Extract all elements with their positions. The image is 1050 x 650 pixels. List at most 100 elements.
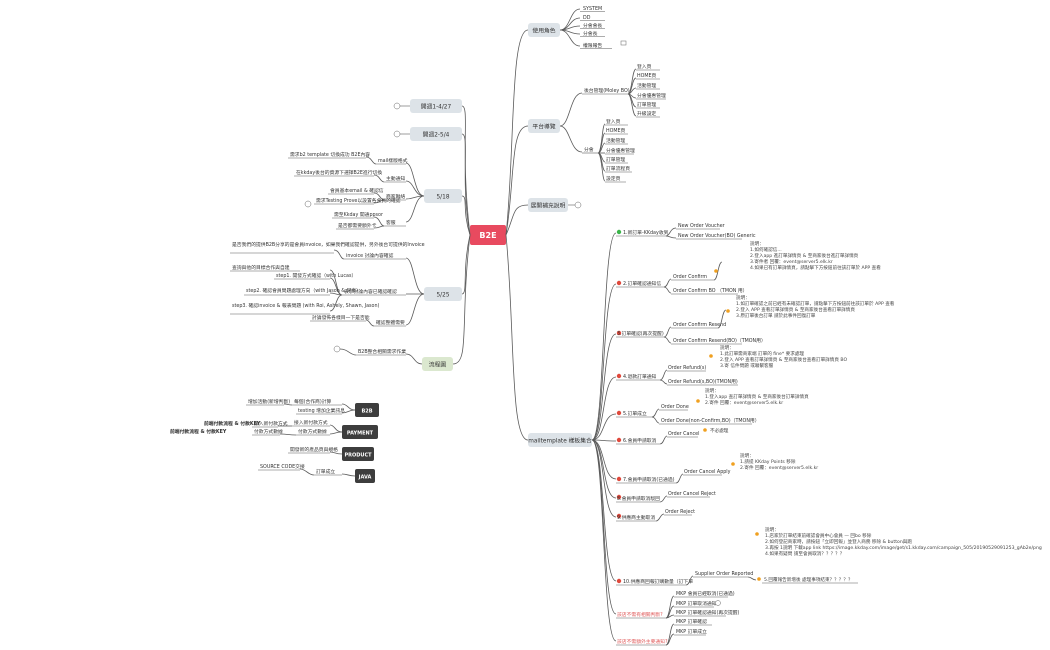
svg-text:Order Done: Order Done [661,404,689,410]
root-node[interactable]: B2E [470,225,506,245]
svg-text:Order Cancel: Order Cancel [668,431,699,437]
branch-mailtemplate[interactable]: mailtemplate 樣板集合 [528,433,592,447]
branch-week2[interactable]: 開週2-5/4 [393,127,462,141]
svg-text:invoice 討論內容確認: invoice 討論內容確認 [346,252,394,259]
branch-show-details[interactable]: 展開補充說明 [528,198,582,212]
svg-text:5.回覆報告新增後 處理事項結束？？？？？: 5.回覆報告新增後 處理事項結束？？？？？ [764,576,853,583]
svg-text:Order Confirm BO （TMON 用）: Order Confirm BO （TMON 用） [673,288,747,294]
note-dot [726,309,730,313]
svg-text:說明：: 說明： [720,344,734,351]
svg-text:訂單成立: 訂單成立 [316,468,335,475]
branch-5-18-children: mail樣版格式 主動通知 商家聯絡 客服 需求b2 template 切換成功… [288,151,425,230]
svg-text:6.會員申請取消: 6.會員申請取消 [623,437,657,444]
svg-text:2.登入 APP 查看訂單詳情頁 & 至商家後台查看訂單詳情: 2.登入 APP 查看訂單詳情頁 & 至商家後台查看訂單詳情頁 BO [720,356,847,363]
mail-section-4[interactable]: 4.退款訂單通知 Order Refund(s) Order Refund(s,… [616,344,847,386]
mail-section-8[interactable]: 8.會員申請取消駁回 Order Cancel Reject [616,491,716,503]
svg-text:分會: 分會 [584,146,594,153]
mail-section-5[interactable]: 5.訂單成立 Order Done Order Done(non-Confirm… [616,387,809,425]
branch-platform[interactable]: 平台導覽 [528,119,560,133]
roles-items: SYSTEM DD 分會會長 分會長 權限報告 [559,6,627,49]
svg-text:Order Refund(s,BO)(TMON用): Order Refund(s,BO)(TMON用) [668,379,738,385]
svg-text:New Order Voucher(BO) Generic: New Order Voucher(BO) Generic [678,233,756,239]
status-dot [616,578,622,584]
svg-text:需至Kkday 開通ppsor: 需至Kkday 開通ppsor [334,211,383,218]
dark-node-java[interactable]: JAVA 訂單成立 SOURCE CODE交接 [258,463,375,483]
svg-text:會員基本email & 確認信: 會員基本email & 確認信 [330,187,384,194]
branch-week1[interactable]: 開週1-4/27 [393,99,462,113]
status-dot [616,494,622,500]
svg-text:HOME頁: HOME頁 [637,73,657,79]
svg-text:3.再按 1說明 下載app link https://im: 3.再按 1說明 下載app link https://image.kkday.… [765,544,1042,551]
svg-text:mailtemplate 樣板集合: mailtemplate 樣板集合 [528,437,592,445]
svg-text:2.寄件 回覆：event@server5.elk.kr: 2.寄件 回覆：event@server5.elk.kr [705,399,783,406]
expand-icon [574,201,582,209]
svg-text:9.供應商主動取消: 9.供應商主動取消 [617,514,655,521]
svg-text:說明：: 說明： [765,526,779,533]
svg-text:1.請提 KKday Points 移除: 1.請提 KKday Points 移除 [740,458,796,465]
note-icon [715,600,721,606]
svg-text:Order Confirm: Order Confirm [673,274,707,280]
svg-text:2.登入 APP 查看訂單詳情頁 & 至商家後台查看訂單詳情: 2.登入 APP 查看訂單詳情頁 & 至商家後台查看訂單詳情頁 [736,306,855,313]
svg-text:活動管理: 活動管理 [606,137,625,144]
status-dot [616,513,622,519]
branch-roles[interactable]: 使用角色 [528,23,560,37]
dark-node-b2b[interactable]: B2B 每個(合作商)計算 testing 增加企業訊息 增加活動(新增判斷) [246,398,379,417]
svg-text:Order Cancel Reject: Order Cancel Reject [668,491,716,497]
collapse-icon [393,102,401,110]
svg-text:3.原訂單後台訂單 請於此事件回復訂單: 3.原訂單後台訂單 請於此事件回復訂單 [736,312,816,319]
svg-text:是否都需要額外卡: 是否都需要額外卡 [338,222,377,229]
note-dot [709,354,713,358]
svg-text:說明：: 說明： [736,294,750,301]
note-dot [714,269,718,273]
svg-text:5.訂單成立: 5.訂單成立 [623,410,647,417]
svg-text:不必處理: 不必處理 [710,427,729,434]
status-dot [616,437,622,443]
svg-text:MKP 訂單取消通知: MKP 訂單取消通知 [676,600,717,607]
svg-text:開發新的產品頁與規格: 開發新的產品頁與規格 [290,446,338,453]
svg-text:升級設定: 升級設定 [637,110,656,117]
svg-text:3.訂單確認(再次提醒): 3.訂單確認(再次提醒) [617,330,664,337]
svg-text:前端付款流程 & 付款KEY: 前端付款流程 & 付款KEY [170,428,227,435]
note-icon [304,200,312,208]
mail-section-2[interactable]: 2.訂單確認通知信 Order Confirm Order Confirm BO… [616,240,881,295]
svg-text:1.此訂單需商家端 訂單的 fine* 要求處理: 1.此訂單需商家端 訂單的 fine* 要求處理 [720,350,804,357]
svg-text:step2. 確認會員問題處理方向（with Jason &: step2. 確認會員問題處理方向（with Jason & 同事） [246,287,361,294]
mail-section-6[interactable]: 6.會員申請取消 Order Cancel 不必處理 [616,427,729,445]
svg-text:查詢與他的目標合作與自建: 查詢與他的目標合作與自建 [232,264,290,271]
branch-5-18[interactable]: 5/18 [424,189,462,203]
svg-text:在kkday後台的資源下選擇B2E進行切換: 在kkday後台的資源下選擇B2E進行切換 [296,169,382,176]
svg-text:設定頁: 設定頁 [606,175,621,182]
svg-text:說明：: 說明： [750,240,764,247]
svg-text:B2B: B2B [361,409,372,415]
branch-5-25[interactable]: 5/25 [424,287,462,301]
svg-text:活動管理: 活動管理 [637,82,656,89]
mail-red-item-2[interactable]: 該店不需額外主要通知? MKP 訂單確認 MKP 訂單成立 [616,618,712,646]
note-icon [333,345,341,353]
svg-text:PAYMENT: PAYMENT [347,431,374,437]
svg-text:PRODUCT: PRODUCT [344,453,372,459]
mail-section-10[interactable]: 10.供應商回報訂購數量（訂下單 Supplier Order Reported… [616,526,1042,586]
svg-text:MKP 會員已經取消(已通過): MKP 會員已經取消(已通過) [676,590,735,597]
svg-text:展開補充說明: 展開補充說明 [531,202,566,210]
status-dot [616,476,622,482]
mail-section-7[interactable]: 7.會員申請取消(已通過) Order Cancel Apply 說明： 1.請… [616,452,818,484]
mail-section-3[interactable]: 3.訂單確認(再次提醒) Order Confirm Resend Order … [616,294,895,345]
svg-text:說明：: 說明： [705,387,719,394]
branch-flowchart[interactable]: 流程圖 B2B整合相關需求作業 [333,345,453,371]
svg-text:訂單管理: 訂單管理 [637,101,656,108]
dark-node-product[interactable]: PRODUCT 開發新的產品頁與規格 [288,446,374,461]
svg-text:B2E: B2E [479,231,496,240]
role-item: 分會長 [583,30,598,37]
svg-text:Order Confirm Resend: Order Confirm Resend [673,322,726,328]
svg-text:4.退款訂單通知: 4.退款訂單通知 [623,373,657,380]
svg-text:訂單流程頁: 訂單流程頁 [606,165,630,172]
svg-text:開週2-5/4: 開週2-5/4 [423,131,450,139]
status-dot [616,373,622,379]
mail-red-item-1[interactable]: 該店不需有相關判斷? MKP 會員已經取消(已通過) MKP 訂單取消通知 MK… [616,590,740,619]
branch-5-25-children: invoice 討論內容確認 表示討論內容已確認確認 確認整體需要 是否我們的提… [230,241,425,327]
note-dot [696,399,700,403]
mail-section-9[interactable]: 9.供應商主動取消 Order Reject [616,509,695,522]
mail-section-1[interactable]: 1.新訂單-KKday收到 New Order Voucher New Orde… [616,223,756,240]
note-dot [703,428,707,432]
dark-node-payment[interactable]: PAYMENT 接入新付款方式 付款方式數據 接入新付款方式 付款方式數據 前端… [170,419,378,439]
